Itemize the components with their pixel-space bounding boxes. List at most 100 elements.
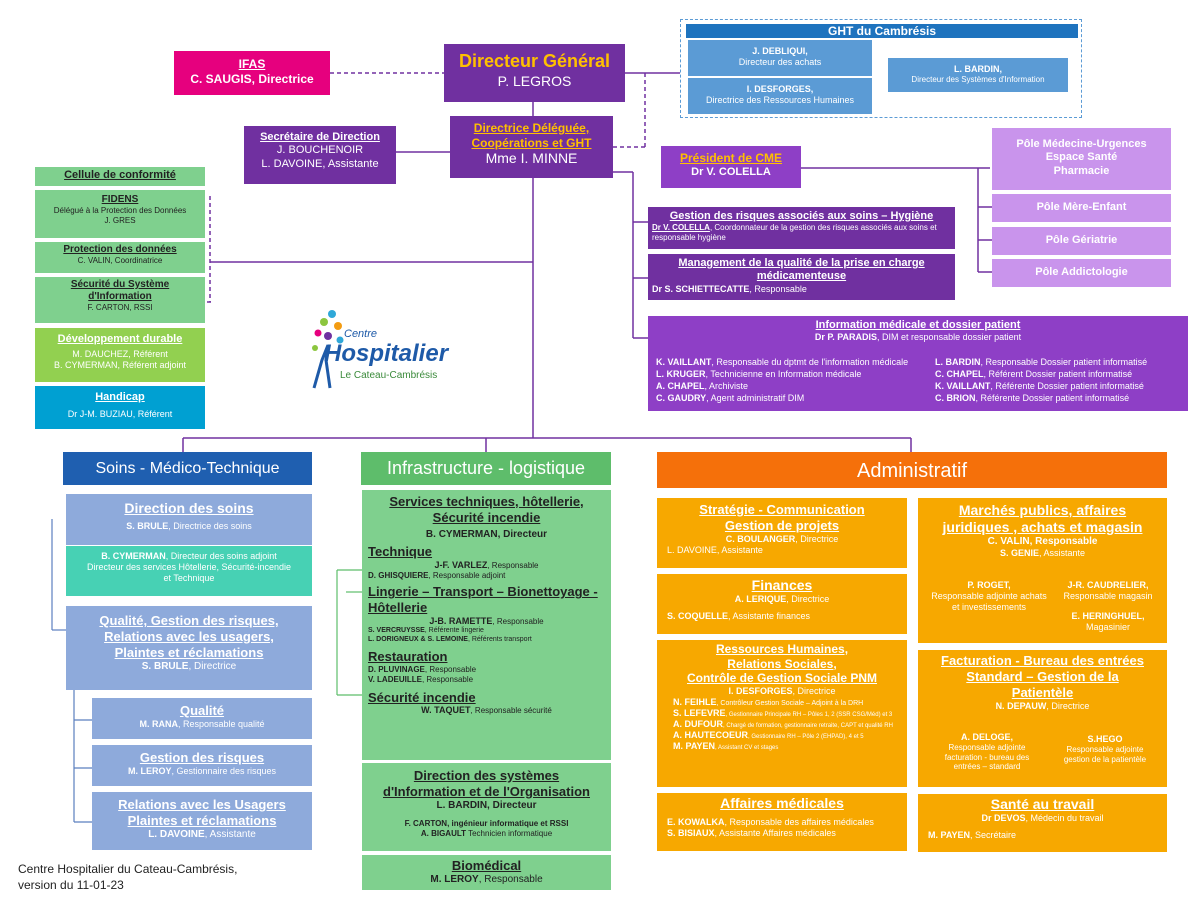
pd-title: Protection des données <box>63 244 177 255</box>
ds-role: , Directrice des soins <box>168 521 252 532</box>
dim-right-row: C. CHAPEL, Référent Dossier patient info… <box>935 369 1133 380</box>
dd-line1: M. DAUCHEZ, Référent <box>72 349 168 360</box>
infra-header: Infrastructure - logistique <box>361 452 611 485</box>
tech-role2: , Responsable adjoint <box>428 570 506 580</box>
directeur-general-box: Directeur Général P. LEGROS <box>444 44 625 102</box>
dim-role: , DIM et responsable dossier patient <box>877 332 1022 343</box>
sec-title: Secrétaire de Direction <box>260 131 380 143</box>
ght-title-bar: GHT du Cambrésis <box>686 24 1078 38</box>
fin-title: Finances <box>751 577 813 593</box>
handicap-line1: Dr J-M. BUZIAU, Référent <box>67 409 173 420</box>
fac-role: , Directrice <box>1046 700 1090 711</box>
logo-figure-icon <box>312 310 344 389</box>
pole-3-label: Pôle Gériatrie <box>1045 234 1118 246</box>
qualite-box: Qualité M. RANA, Responsable qualité <box>92 698 312 739</box>
ling-title-line2: Hôtellerie <box>368 600 428 616</box>
rh-staff-row: A. DUFOUR, Chargé de formation, gestionn… <box>673 718 893 729</box>
rest-role1: , Responsable <box>424 665 477 675</box>
q-role: , Directrice <box>188 660 237 672</box>
rh-title-line3: Contrôle de Gestion Sociale PNM <box>686 671 878 686</box>
logo-line3: Le Cateau-Cambrésis <box>340 370 438 381</box>
dim-right-row: K. VAILLANT, Référente Dossier patient i… <box>935 381 1144 392</box>
cme-title: Président de CME <box>679 151 783 165</box>
strat-title-line1: Stratégie - Communication <box>699 502 865 517</box>
sec-line1: J. BOUCHENOIR <box>276 144 364 157</box>
footer-note: Centre Hospitalier du Cateau-Cambrésis, … <box>18 862 237 893</box>
dd-title: Développement durable <box>57 333 183 345</box>
dsio-role2: Technicien informatique <box>466 828 553 838</box>
dim-right-list: L. BARDIN, Responsable Dossier patient i… <box>935 356 1147 405</box>
dd-line2: B. CYMERMAN, Référent adjoint <box>53 360 187 371</box>
ling-role1: , Responsable <box>492 617 544 627</box>
ght-title: GHT du Cambrésis <box>827 24 937 38</box>
adj-name: B. CYMERMAN <box>101 551 166 561</box>
directrice-deleguee-box: Directrice Déléguée, Coopérations et GHT… <box>450 116 613 178</box>
ru-role: , Assistante <box>204 828 256 840</box>
mp-heringhuel: E. HERINGHUEL, Magasinier <box>1071 611 1145 632</box>
qpec-name: Dr S. SCHIETTECATTE <box>652 283 750 294</box>
relations-usagers-box: Relations avec les Usagers Plaintes et r… <box>92 792 312 850</box>
tech-name2: D. GHISQUIERE <box>368 570 429 580</box>
qpec-title-line2: médicamenteuse <box>756 270 847 283</box>
qual-role: , Responsable qualité <box>177 718 265 729</box>
st-role: , Médecin du travail <box>1025 813 1104 824</box>
bio-role: , Responsable <box>478 873 543 885</box>
marches-publics-box: Marchés publics, affaires juridiques , a… <box>918 498 1167 643</box>
pole-addictologie: Pôle Addictologie <box>992 259 1171 287</box>
adj-role: , Directeur des soins adjoint <box>165 551 277 561</box>
sante-travail-box: Santé au travail Dr DEVOS, Médecin du tr… <box>918 794 1167 852</box>
dg-title: Directeur Général <box>458 51 611 71</box>
ru-name: L. DAVOINE <box>148 828 205 840</box>
mp-title-line1: Marchés publics, affaires <box>958 502 1127 518</box>
dd-title-line1: Directrice Déléguée, <box>473 121 590 135</box>
admin-head: Administratif <box>856 460 968 482</box>
fac-name: N. DEPAUW <box>995 700 1047 711</box>
ling-name1: J-B. RAMETTE <box>429 616 493 627</box>
ght-a-name: J. DEBLIQUI, <box>752 46 808 56</box>
rh-staff-list: N. FEIHLE, Contrôleur Gestion Sociale – … <box>657 697 907 752</box>
pd-line1: C. VALIN, Coordinatrice <box>77 256 163 266</box>
finances-box: Finances A. LERIQUE, Directrice S. COQUE… <box>657 574 907 634</box>
ling-name3: L. DORIGNEUX & S. LEMOINE <box>368 635 468 643</box>
q-name: S. BRULE <box>141 660 189 672</box>
gr-name: M. LEROY <box>127 765 172 776</box>
pole-1-line1: Pôle Médecine-Urgences <box>1016 138 1147 150</box>
dsio-name: L. BARDIN, Directeur <box>436 799 537 811</box>
qualite-pec-box: Management de la qualité de la prise en … <box>648 254 955 300</box>
conformite-title: Cellule de conformité <box>64 169 176 181</box>
ling-role2: , Référente lingerie <box>424 627 484 635</box>
gestion-risques-box: Gestion des risques M. LEROY, Gestionnai… <box>92 745 312 786</box>
fac-hego: S.HEGO Responsable adjointe gestion de l… <box>1063 734 1147 764</box>
biomedical-box: Biomédical M. LEROY, Responsable <box>362 855 611 890</box>
qual-name: M. RANA <box>139 718 178 729</box>
fac-title-line2: Standard – Gestion de la <box>966 668 1119 684</box>
mp-name2: S. GENIE <box>999 548 1039 559</box>
ght-b-name: I. DESFORGES, <box>746 84 814 94</box>
dim-right-row: C. BRION, Référente Dossier patient info… <box>935 393 1130 404</box>
qpec-role: , Responsable <box>749 283 807 294</box>
pole-4-label: Pôle Addictologie <box>1035 266 1128 278</box>
ght-c-name: L. BARDIN, <box>954 64 1002 74</box>
am-name2: S. BISIAUX <box>667 828 715 839</box>
ght-b-role: Directrice des Ressources Humaines <box>705 94 855 105</box>
ght-frame <box>680 19 1082 118</box>
logo-line1: Centre <box>344 328 378 340</box>
services-techniques-box: Services techniques, hôtellerie, Sécurit… <box>362 490 611 760</box>
dim-left-row: K. VAILLANT, Responsable du dptmt de l'i… <box>656 357 909 367</box>
protection-donnees-box: Protection des données C. VALIN, Coordin… <box>35 242 205 273</box>
ssi-line1: F. CARTON, RSSI <box>87 303 153 313</box>
rh-name: I. DESFORGES <box>728 685 793 696</box>
direction-soins-box: Direction des soins S. BRULE, Directrice… <box>66 494 312 545</box>
dsio-title-line2: d'Information et de l'Organisation <box>383 783 590 799</box>
mp-roget: P. ROGET, Responsable adjointe achats et… <box>931 580 1047 612</box>
qual-title: Qualité <box>179 703 225 718</box>
pole-1-line2: Espace Santé <box>1045 151 1118 164</box>
tech-title: Technique <box>368 543 433 559</box>
am-title: Affaires médicales <box>720 795 844 811</box>
st-name2: M. PAYEN <box>928 830 971 841</box>
bio-title: Biomédical <box>451 858 522 873</box>
ssi-title-line1: Sécurité du Système <box>70 279 170 290</box>
ling-title-line1: Lingerie – Transport – Bionettoyage - <box>368 584 598 600</box>
dsio-title-line1: Direction des systèmes <box>413 768 560 783</box>
facturation-box: Facturation - Bureau des entrées Standar… <box>918 650 1167 787</box>
